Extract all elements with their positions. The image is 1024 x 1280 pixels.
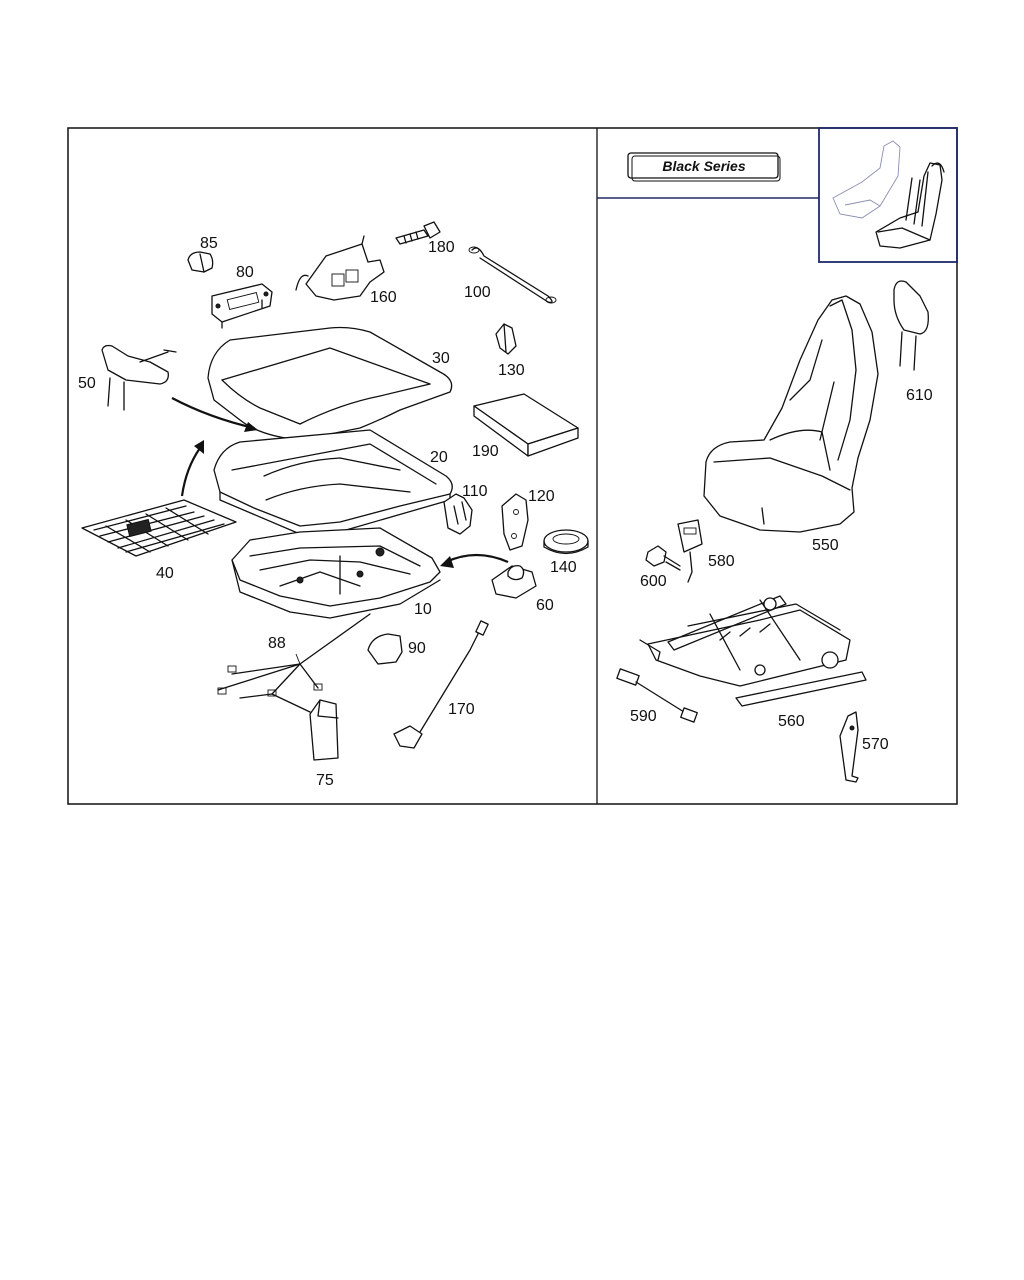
callout-610: 610: [906, 387, 933, 404]
part-170-sensor-rod: [393, 620, 489, 749]
callout-110: 110: [462, 483, 488, 500]
part-30-cushion-cover: [207, 326, 453, 441]
arrow-40-to-20-head: [194, 440, 204, 454]
callout-180: 180: [428, 239, 455, 256]
callout-130: 130: [498, 362, 525, 379]
part-180-bolt: [395, 221, 441, 245]
callout-550: 550: [812, 537, 839, 554]
part-20-foam-cushion: [213, 429, 453, 535]
callout-88: 88: [268, 635, 286, 652]
callout-560: 560: [778, 713, 805, 730]
part-85-cap: [187, 251, 214, 273]
callout-50: 50: [78, 375, 96, 392]
callout-80: 80: [236, 264, 254, 281]
callout-40: 40: [156, 565, 174, 582]
callout-85: 85: [200, 235, 218, 252]
part-80-switch: [211, 283, 273, 329]
callout-labels: 85 80 180 160 100 30 130 50 190 20 110 1…: [78, 235, 933, 789]
arrow-50-to-30-head: [244, 422, 258, 432]
callout-140: 140: [550, 559, 577, 576]
arrow-50-to-30: [171, 397, 255, 430]
callout-100: 100: [464, 284, 491, 301]
callout-590: 590: [630, 708, 657, 725]
part-160-bracket: [295, 235, 385, 301]
part-130-clip: [495, 323, 517, 355]
part-60-block: [491, 564, 537, 599]
part-88-wiring-harness: [217, 613, 371, 713]
part-570-bracket: [839, 711, 859, 783]
part-140-ring: [543, 529, 589, 555]
callout-170: 170: [448, 701, 475, 718]
part-40-heater-mat: [81, 499, 237, 557]
badge-label: Black Series: [662, 158, 745, 174]
part-560-seat-rails: [639, 595, 867, 707]
callout-600: 600: [640, 573, 667, 590]
part-550-seat: [703, 295, 879, 533]
callout-160: 160: [370, 289, 397, 306]
part-75-module: [309, 699, 339, 761]
arrow-60-to-10: [445, 553, 509, 564]
callout-20: 20: [430, 449, 448, 466]
callout-580: 580: [708, 553, 735, 570]
callout-30: 30: [432, 350, 450, 367]
part-190-pad: [473, 393, 579, 457]
diagram-frame: [67, 127, 958, 805]
callout-190: 190: [472, 443, 499, 460]
part-100-cable: [468, 246, 557, 304]
seat-locator-icon: [832, 140, 945, 249]
part-10-base-frame: [231, 527, 441, 619]
black-series-badge: Black Series: [627, 152, 781, 182]
arrow-40-to-20: [180, 447, 201, 497]
part-580-buckle: [677, 519, 703, 583]
part-50-side-panel: [101, 344, 177, 411]
callout-90: 90: [408, 640, 426, 657]
callout-10: 10: [414, 601, 432, 618]
part-590-cable: [616, 668, 698, 723]
part-600-bolt: [645, 545, 681, 571]
locator-frame: [818, 127, 958, 263]
part-110-clip: [443, 493, 473, 535]
part-610-headrest: [893, 280, 929, 371]
callout-75: 75: [316, 772, 334, 789]
callout-120: 120: [528, 488, 555, 505]
callout-60: 60: [536, 597, 554, 614]
part-90-cover: [367, 633, 403, 665]
callout-570: 570: [862, 736, 889, 753]
part-120-bracket: [501, 493, 529, 551]
arrow-60-to-10-head: [440, 556, 454, 568]
